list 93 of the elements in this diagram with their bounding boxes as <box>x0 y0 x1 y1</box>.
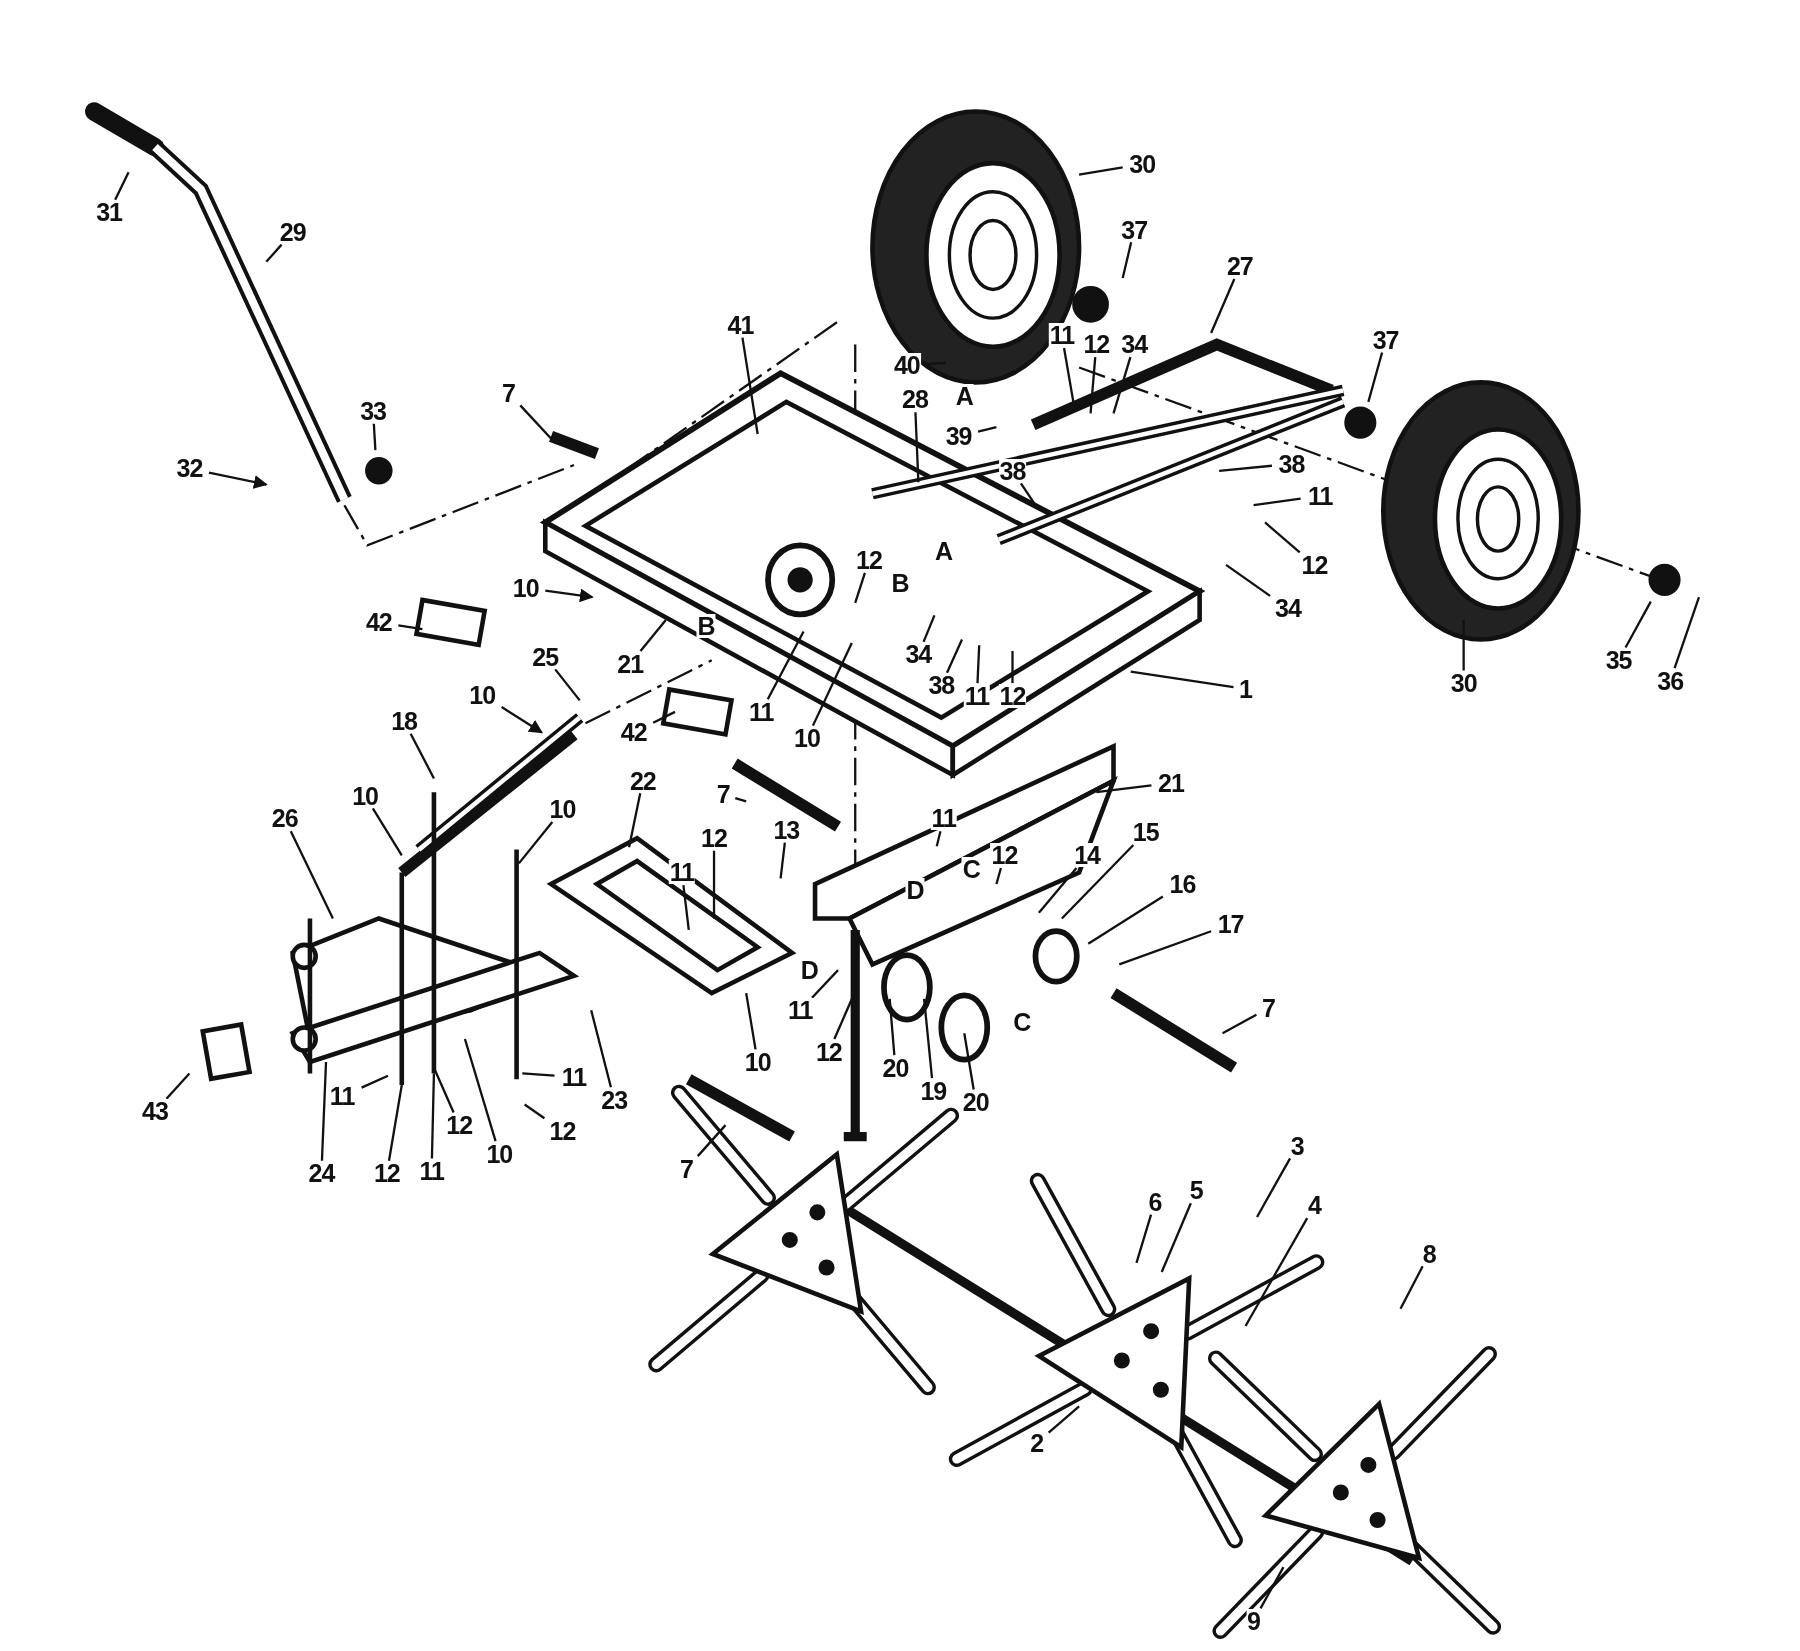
leader-line <box>1256 1157 1292 1218</box>
leader-line <box>1118 930 1212 966</box>
leader-line <box>1244 1217 1309 1327</box>
reference-letter: C <box>961 857 981 881</box>
leader-line <box>1160 1202 1192 1273</box>
leader-line <box>926 361 946 366</box>
leader-line <box>935 830 942 847</box>
leader-line <box>1112 356 1132 414</box>
leader-line <box>1219 464 1273 472</box>
leader-line <box>1222 1013 1257 1035</box>
leader-line <box>741 337 759 435</box>
leader-line <box>922 998 934 1079</box>
leader-line <box>1130 670 1234 689</box>
leader-line <box>745 992 757 1050</box>
leader-line <box>398 624 423 631</box>
leader-line <box>463 1038 497 1142</box>
callout-number: 11 <box>930 806 957 831</box>
leader-line <box>976 645 981 684</box>
leader-line <box>1399 1265 1424 1310</box>
leader-line <box>1259 1566 1285 1609</box>
leader-line <box>114 171 130 201</box>
callout-number: 2 <box>1029 1431 1045 1455</box>
leader-line <box>1047 1405 1080 1434</box>
leader-line <box>696 1124 727 1157</box>
leader-line <box>501 706 543 734</box>
leader-line <box>922 615 936 643</box>
reference-letter: B <box>696 613 716 638</box>
callout-number: 11 <box>1048 323 1076 348</box>
leader-line <box>977 426 997 433</box>
leader-line <box>1121 242 1133 279</box>
leader-line <box>1135 1214 1153 1264</box>
leader-line <box>208 471 268 489</box>
leader-line <box>854 572 866 604</box>
leader-line <box>1078 166 1123 176</box>
leader-line <box>1038 867 1078 914</box>
leader-line <box>1062 347 1075 403</box>
leader-line <box>1019 482 1037 506</box>
leader-line <box>430 1073 436 1159</box>
leader-line <box>523 1103 546 1120</box>
leader-line <box>289 830 334 919</box>
reference-letter: D <box>905 877 925 902</box>
leader-line <box>914 412 920 483</box>
leader-line <box>432 1067 455 1113</box>
leader-line <box>1087 895 1164 945</box>
leader-line <box>165 1072 191 1100</box>
callout-number: 38 <box>998 458 1027 483</box>
leader-line <box>518 821 554 865</box>
leader-line <box>1061 844 1135 920</box>
leader-line <box>734 797 747 803</box>
leader-line <box>545 588 594 603</box>
leader-line <box>387 1084 403 1161</box>
leader-line <box>409 733 435 779</box>
leader-line <box>811 642 853 727</box>
leader-line <box>995 867 1003 885</box>
reference-letter: A <box>934 539 954 563</box>
leader-line <box>372 423 377 451</box>
leader-line <box>1264 521 1301 554</box>
leader-line <box>779 842 786 879</box>
leader-line <box>371 807 403 856</box>
callout-number: 11 <box>963 683 991 708</box>
callout-number: 11 <box>668 860 696 885</box>
leader-line <box>963 1033 975 1090</box>
leader-line <box>320 1061 328 1161</box>
leader-line <box>1253 497 1301 507</box>
callout-number: 14 <box>1073 843 1101 868</box>
callout-number: 12 <box>700 826 728 850</box>
leader-line <box>811 969 839 999</box>
leader-line <box>1367 352 1384 403</box>
leader-line <box>590 1010 613 1088</box>
leader-line <box>1089 357 1097 414</box>
leader-line <box>945 639 964 674</box>
leader-line <box>682 885 690 931</box>
callout-number: 12 <box>445 1113 474 1137</box>
leader-line <box>712 850 716 919</box>
leader-line <box>639 619 667 652</box>
leader-line <box>1225 563 1271 597</box>
leader-line <box>833 996 854 1040</box>
leader-line <box>1210 278 1236 334</box>
leader-line <box>1011 651 1014 684</box>
callout-number: 9 <box>1246 1608 1261 1633</box>
reference-letter: D <box>799 958 819 982</box>
leader-line <box>1462 620 1465 671</box>
leader-line <box>1624 601 1652 649</box>
leader-line <box>766 630 805 700</box>
leader-line <box>265 243 283 263</box>
leader-line <box>361 1074 389 1089</box>
leader-line <box>522 1072 555 1077</box>
leader-line <box>652 710 676 724</box>
leader-line <box>1096 784 1152 794</box>
leader-line <box>1673 596 1701 669</box>
leader-line <box>554 668 581 702</box>
leader-line <box>627 793 642 848</box>
leader-line <box>888 998 896 1056</box>
